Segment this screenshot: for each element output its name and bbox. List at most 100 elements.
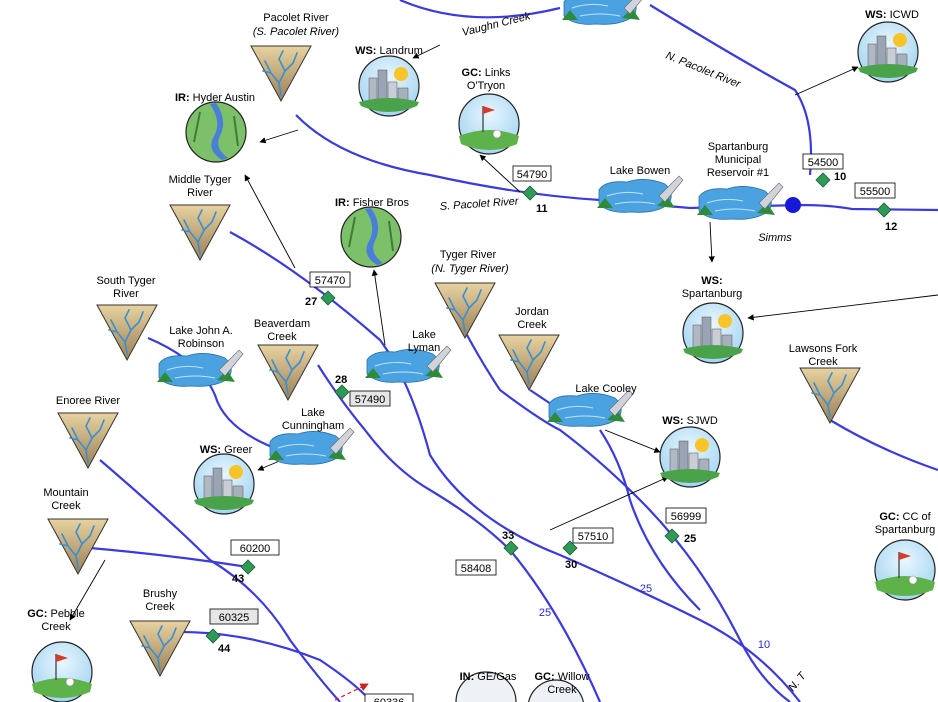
flow-label-10: 10: [758, 639, 770, 651]
gc-willow-label: GC: Willow: [534, 671, 589, 683]
ws-landrum-label: WS: Landrum: [355, 45, 423, 57]
ws-icwd-icon: [857, 21, 919, 83]
gage-code-54500: 54500: [808, 157, 839, 169]
tyger-river-watershed: [434, 282, 496, 339]
gage-code-54790: 54790: [517, 169, 548, 181]
lake-bowen-label: Lake Bowen: [610, 165, 671, 177]
pacolet-river-alt: (S. Pacolet River): [253, 26, 340, 38]
ws-landrum-icon: [358, 55, 420, 117]
ir-hyder-austin-icon: [185, 101, 247, 163]
gage-code-57470: 57470: [315, 275, 346, 287]
middle-tyger-line: [229, 231, 801, 702]
gc-pebble-label-2: Creek: [41, 621, 71, 633]
simms-label: Simms: [758, 232, 792, 244]
top-lake: [561, 0, 649, 25]
mountain-creek-watershed: [47, 518, 109, 575]
gage-num-43: 43: [232, 573, 244, 585]
ws-spartanburg-icon: [682, 302, 744, 364]
gage-num-33: 33: [502, 530, 514, 542]
south-tyger-watershed: [96, 304, 158, 361]
lake-bowen: [596, 175, 684, 213]
brushy-creek-watershed: [129, 620, 191, 677]
tyger-river-alt: (N. Tyger River): [431, 263, 509, 275]
lake-john-a-label: Lake John A.Robinson: [169, 325, 233, 350]
spartanburg-reservoir: [696, 182, 784, 220]
gage-12: [876, 202, 892, 218]
gage-code-57490: 57490: [355, 394, 386, 406]
gage-43: [240, 559, 256, 575]
south-tyger-line: [147, 336, 281, 452]
gc-cc-label: GC: CC of: [879, 511, 931, 523]
n-tyger-label: N. T: [786, 669, 809, 694]
gage-code-60336: 60336: [374, 697, 405, 702]
gage-num-44: 44: [218, 643, 231, 655]
vaughn-creek-label: Vaughn Creek: [461, 10, 532, 39]
gage-code-55500: 55500: [860, 186, 891, 198]
gc-willow-creek-icon: [528, 679, 584, 702]
gc-pebble-label: GC: Pebble: [27, 608, 84, 620]
ws-greer-icon: [193, 453, 255, 515]
lake-cunningham: [267, 427, 355, 465]
gage-33: [503, 540, 519, 556]
pacolet-river-label: Pacolet River: [263, 12, 329, 24]
gage-num-12: 12: [885, 221, 897, 233]
pacolet-river-watershed: [250, 45, 312, 102]
enoree-line: [99, 459, 341, 702]
dashed-arrow: [334, 683, 369, 701]
gage-code-56999: 56999: [671, 511, 702, 523]
ws-sjwd-icon: [659, 426, 721, 488]
lake-john-a-robinson: [156, 349, 244, 387]
flow-label-25a: 25: [539, 607, 551, 619]
gage-num-10: 10: [834, 171, 846, 183]
n-tyger-line: [459, 321, 791, 702]
vaughn-creek-line: [399, 0, 561, 19]
gc-links-otryon-icon: [458, 93, 520, 155]
gc-links-label-2: O'Tryon: [467, 80, 505, 92]
s-pacolet-label: S. Pacolet River: [439, 195, 520, 213]
brushy-creek-line: [179, 630, 366, 696]
gage-code-58408: 58408: [461, 563, 492, 575]
ir-fisher-bros-icon: [340, 206, 402, 268]
gage-code-60325: 60325: [219, 612, 250, 624]
tyger-river-label: Tyger River: [440, 249, 497, 261]
jordan-creek-watershed: [498, 334, 560, 391]
withdrawal-arrows: [69, 44, 938, 621]
ir-fisher-label: IR: Fisher Bros: [335, 197, 409, 209]
cooley-line: [599, 429, 701, 611]
beaverdam-watershed: [257, 344, 319, 401]
gage-code-60200: 60200: [240, 543, 271, 555]
ir-hyder-label: IR: Hyder Austin: [175, 92, 255, 104]
flow-label-25b: 25: [640, 583, 652, 595]
gc-cc-label-2: Spartanburg: [875, 524, 936, 536]
s-pacolet-line: [295, 114, 938, 212]
ws-sjwd-label: WS: SJWD: [662, 415, 718, 427]
lawsons-fork-watershed: [799, 367, 861, 424]
n-pacolet-line: [649, 4, 813, 176]
ws-icwd-label: WS: ICWD: [865, 9, 919, 21]
ws-spartanburg-type: WS:: [701, 275, 722, 287]
gage-10: [815, 172, 831, 188]
gage-28: [334, 384, 350, 400]
lake-cooley: [546, 389, 634, 427]
gage-11: [522, 185, 538, 201]
gage-code-57510: 57510: [578, 531, 609, 543]
mountain-creek-line: [89, 546, 249, 569]
gc-cc-spartanburg-icon: [874, 539, 936, 601]
gage-num-11: 11: [536, 203, 548, 215]
n-pacolet-label: N. Pacolet River: [664, 50, 743, 91]
gc-links-label: GC: Links: [462, 67, 511, 79]
gage-44: [205, 628, 221, 644]
middle-tyger-watershed: [169, 204, 231, 261]
enoree-watershed: [57, 412, 119, 469]
